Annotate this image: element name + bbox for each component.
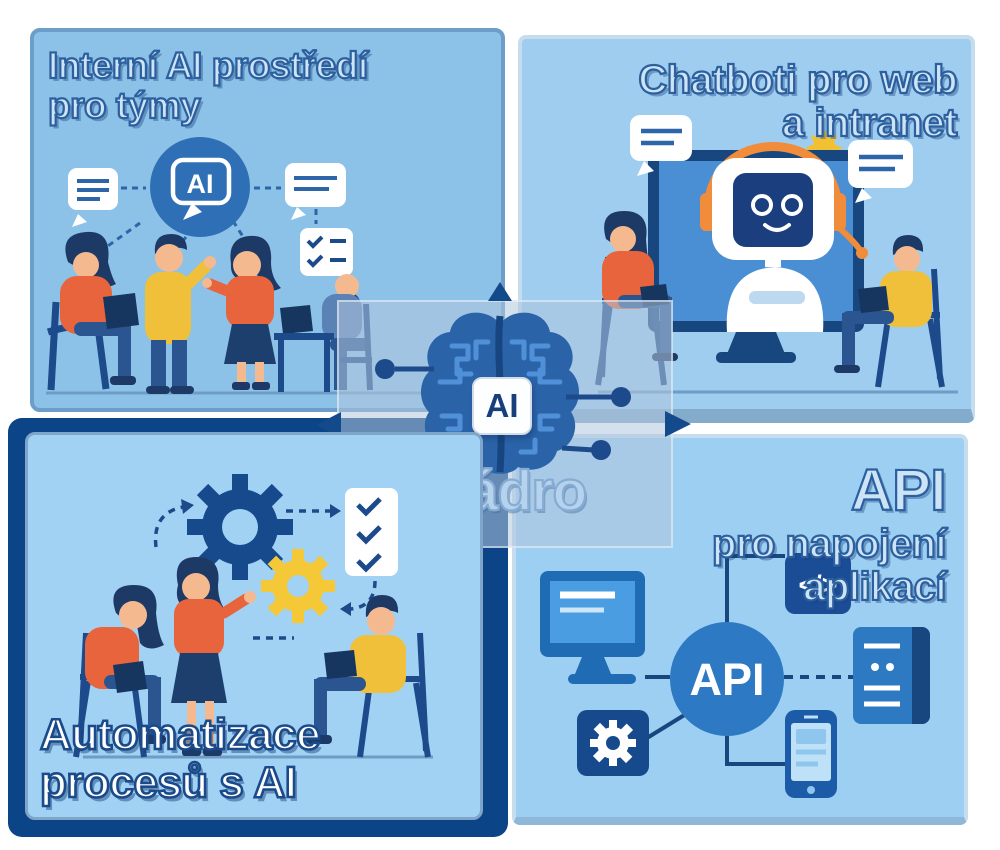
title-line: pro napojení <box>711 521 948 567</box>
checklist-icon <box>345 488 398 576</box>
arrow-left-icon <box>316 412 341 438</box>
api-connectors <box>645 554 853 766</box>
person-standing-woman <box>202 235 281 390</box>
person-seated-man <box>306 595 431 758</box>
person-seated-woman <box>73 585 166 758</box>
circuit-dot <box>375 359 395 379</box>
title-line: a intranet <box>781 100 959 146</box>
chat-bubble-icon <box>285 163 346 220</box>
ai-chip: AI <box>472 377 532 435</box>
gear-yellow-icon <box>261 549 335 623</box>
title-line: procesů s AI <box>39 757 299 807</box>
person-seated-man <box>834 235 945 388</box>
panel-team-ai: AI <box>30 28 505 412</box>
arrow-up-icon <box>488 282 512 301</box>
title-line: Chatboti pro web <box>637 57 958 103</box>
direction-arrows <box>316 282 691 438</box>
api-hub: API <box>670 622 784 736</box>
gear-icon <box>577 710 649 776</box>
title-line: API <box>850 458 948 523</box>
gear-large-icon <box>187 474 293 580</box>
message-bubble-icon <box>68 168 118 227</box>
ai-speech-bubble-icon: AI <box>150 137 250 237</box>
panel-api: </> API <box>512 434 968 825</box>
code-icon: </> <box>785 553 851 614</box>
checklist-icon <box>300 228 353 276</box>
person-seated-woman <box>46 231 139 391</box>
arrow-right-icon <box>665 411 691 437</box>
title-line: Automatizace <box>39 710 322 760</box>
phone-icon <box>785 710 837 798</box>
api-illustration: </> API <box>540 553 930 798</box>
flow-arrowheads <box>181 499 351 616</box>
dashed-flow-arrows <box>153 505 377 640</box>
ai-bubble-label: AI <box>187 169 214 199</box>
panel-automation: Automatizace procesů s AI <box>25 432 483 820</box>
circuit-traces <box>375 359 631 460</box>
code-glyph: </> <box>798 570 837 600</box>
title-line: aplikací <box>802 564 947 610</box>
circuit-dot <box>611 387 631 407</box>
ai-chip-label: AI <box>485 387 519 424</box>
person-standing-man <box>145 234 216 394</box>
person-standing-woman <box>171 557 256 756</box>
panel-team-title: Interní AI prostředí pro týmy <box>47 44 369 126</box>
server-icon <box>853 627 930 724</box>
panel-automation-title: Automatizace procesů s AI <box>39 710 322 807</box>
chat-bubble-icon <box>630 115 692 176</box>
chat-bubble-icon <box>848 140 913 203</box>
api-hub-label: API <box>689 654 764 705</box>
panel-api-title: API pro napojení aplikací <box>711 458 948 610</box>
circuit-dot <box>591 440 611 460</box>
automation-illustration <box>73 474 433 759</box>
title-line: Interní AI prostředí <box>47 44 369 86</box>
title-line: pro týmy <box>47 84 202 126</box>
panel-chatbots-title: Chatboti pro web a intranet <box>637 57 959 146</box>
monitor-icon <box>540 571 645 684</box>
robot-icon <box>700 142 868 332</box>
